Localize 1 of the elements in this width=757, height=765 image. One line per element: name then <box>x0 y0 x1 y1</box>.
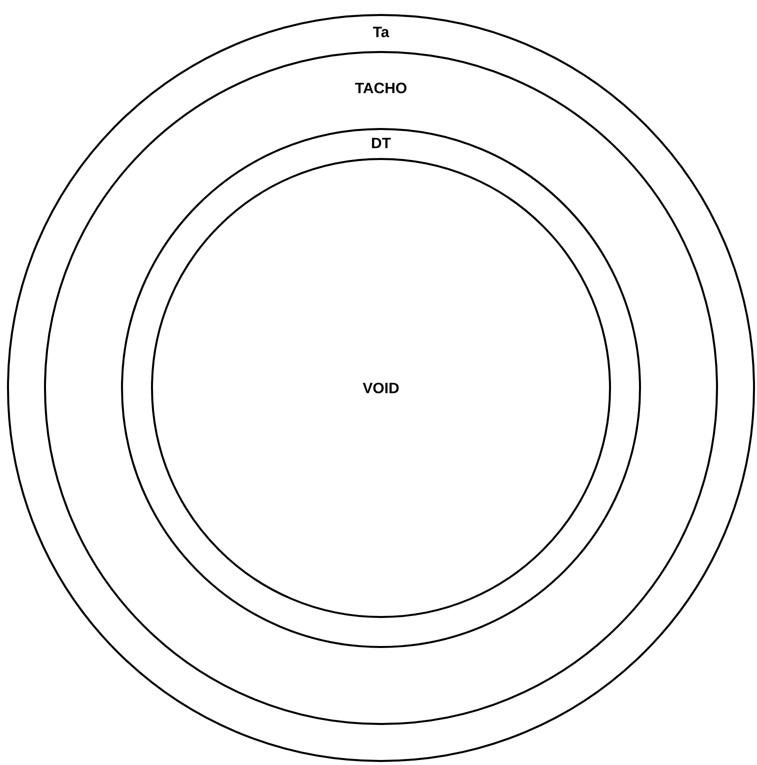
ring: VOID <box>151 158 611 618</box>
